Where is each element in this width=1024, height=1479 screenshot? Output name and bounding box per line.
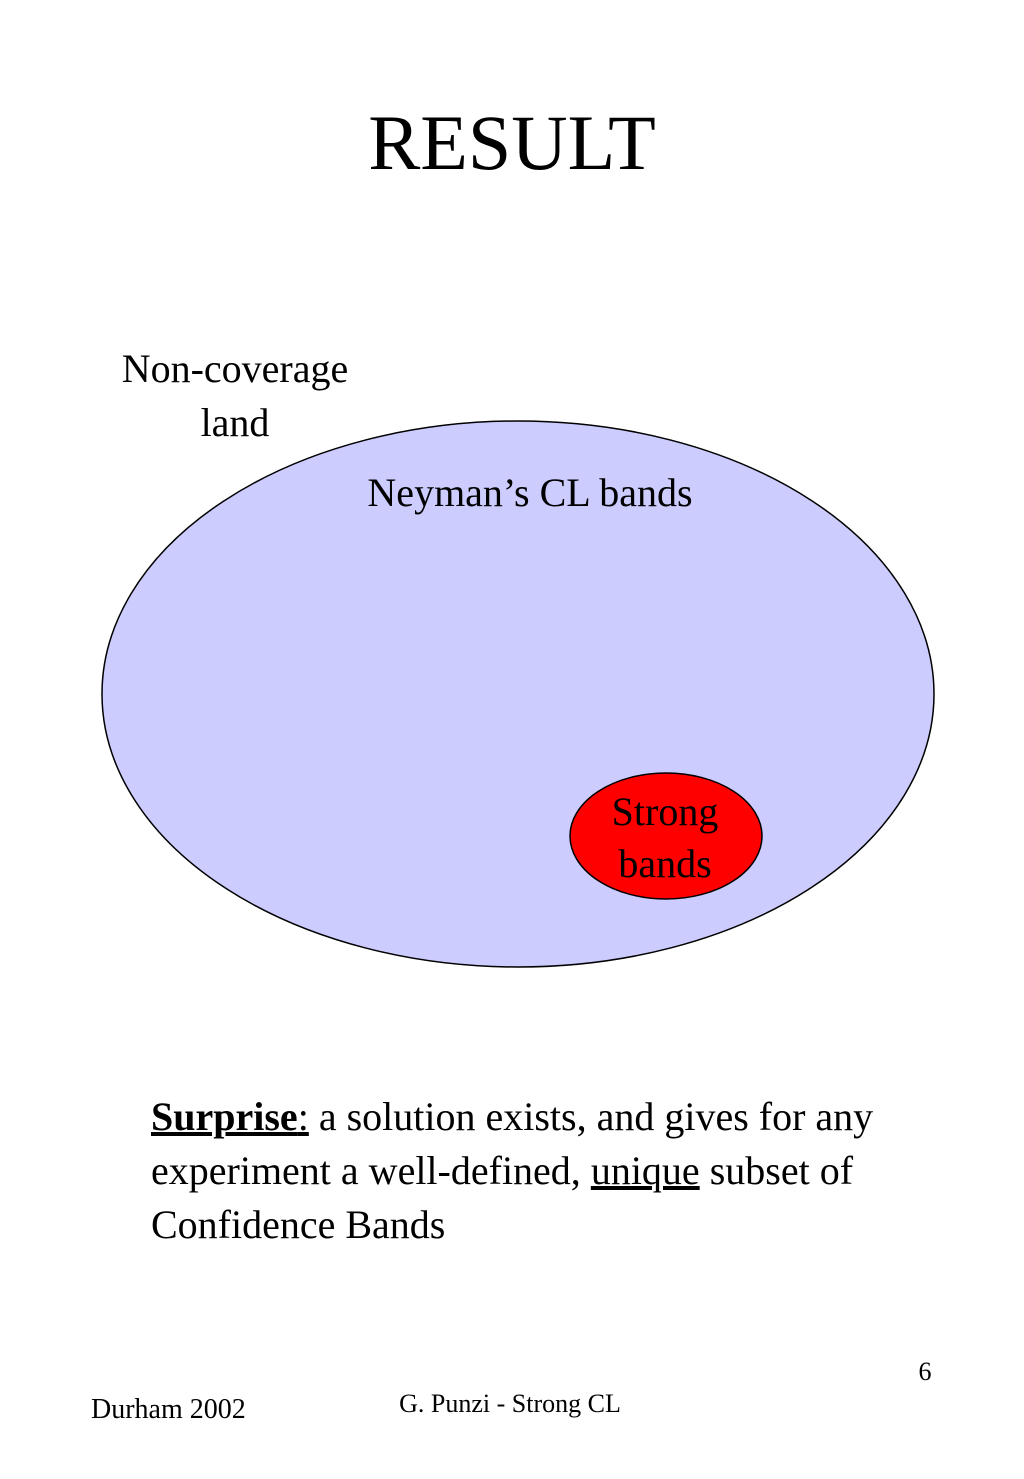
surprise-text-part2: subset of Confidence Bands bbox=[151, 1148, 854, 1247]
strong-bands-label-line2: bands bbox=[618, 841, 712, 886]
neyman-bands-label: Neyman’s CL bands bbox=[367, 470, 693, 515]
surprise-text-part1: a solution exists, and gives for any exp… bbox=[151, 1094, 874, 1193]
non-coverage-label-line1: Non-coverage bbox=[121, 346, 349, 391]
surprise-unique-word: unique bbox=[590, 1148, 700, 1193]
non-coverage-label: Non-coverage land bbox=[90, 342, 380, 450]
footer-left: Durham 2002 bbox=[91, 1394, 246, 1425]
surprise-colon: : bbox=[297, 1094, 309, 1139]
strong-bands-ellipse bbox=[569, 772, 763, 900]
strong-bands-label-line1: Strong bbox=[611, 789, 719, 834]
strong-bands-label: Strong bands bbox=[575, 786, 755, 890]
surprise-keyword: Surprise bbox=[151, 1094, 298, 1139]
non-coverage-label-line2: land bbox=[200, 400, 270, 445]
page-number: 6 bbox=[918, 1357, 932, 1386]
slide-title: RESULT bbox=[368, 99, 656, 186]
footer-center: G. Punzi - Strong CL bbox=[399, 1389, 621, 1418]
surprise-paragraph: Surprise: a solution exists, and gives f… bbox=[151, 1090, 931, 1252]
